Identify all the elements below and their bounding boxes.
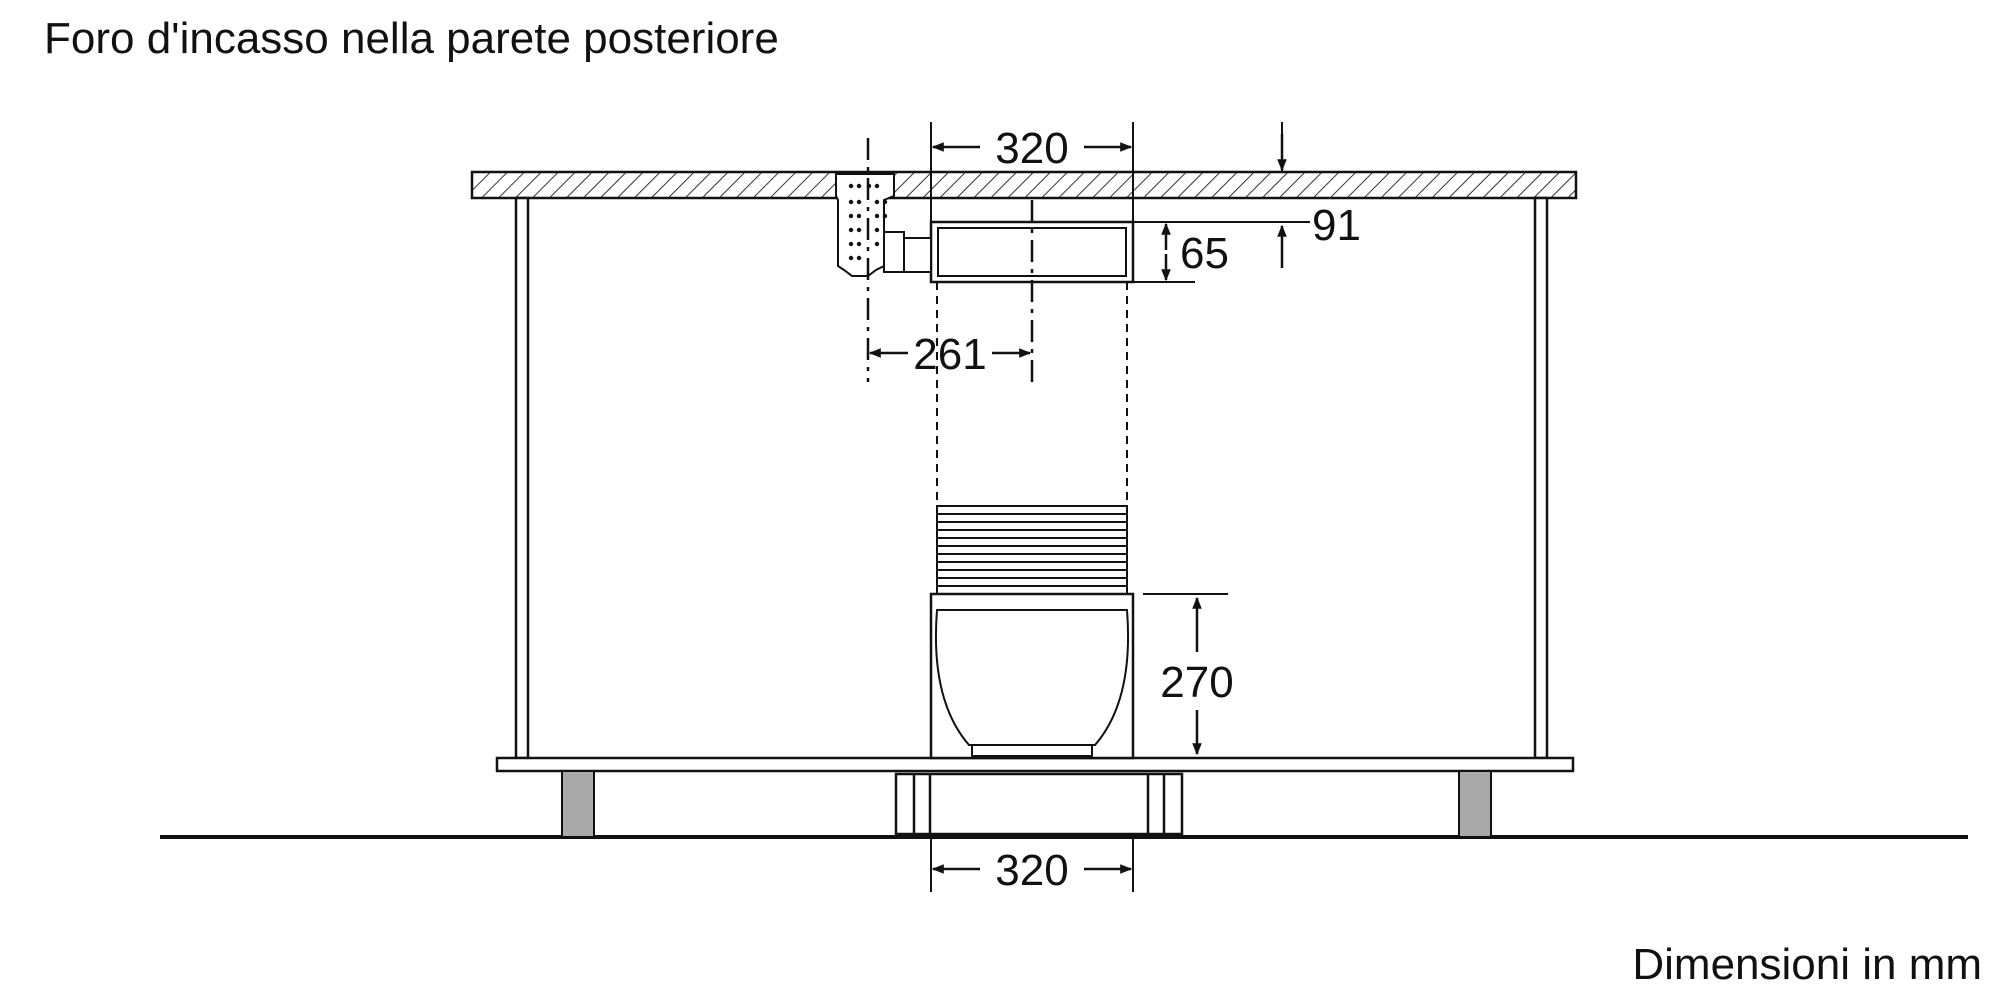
cabinet-base	[495, 756, 1575, 773]
dimension-offset: 261	[868, 330, 1032, 379]
center-lines	[866, 138, 1034, 382]
cabinet-right-side	[1533, 196, 1549, 760]
dimension-box-height: 270	[1160, 596, 1234, 756]
fan-box	[929, 592, 1135, 760]
diagram-title: Foro d'incasso nella parete posteriore	[44, 14, 779, 63]
countertop	[470, 170, 1578, 200]
dimension-top-width-label: 320	[995, 124, 1068, 173]
dimension-clearance: 91	[1277, 134, 1361, 268]
plinth-duct	[894, 772, 1184, 836]
dimension-offset-label: 261	[913, 330, 986, 379]
dimension-clearance-label: 91	[1312, 201, 1361, 250]
dimension-top-width: 320	[931, 124, 1133, 173]
dimension-duct-height-label: 65	[1180, 229, 1229, 278]
fan-housing-ribs	[936, 505, 1128, 595]
cabinet-left-side	[514, 196, 530, 760]
dimension-bottom-width-label: 320	[995, 846, 1068, 895]
projection-lines	[936, 282, 1128, 506]
duct-height-extension-lines	[1133, 221, 1310, 283]
dimension-box-height-label: 270	[1160, 658, 1233, 707]
cabinet-leg-right	[1458, 770, 1492, 838]
dimension-bottom-width: 320	[931, 846, 1133, 895]
units-note: Dimensioni in mm	[1632, 940, 1982, 989]
dimension-duct-height: 65	[1161, 222, 1229, 282]
cabinet-leg-left	[561, 770, 595, 838]
